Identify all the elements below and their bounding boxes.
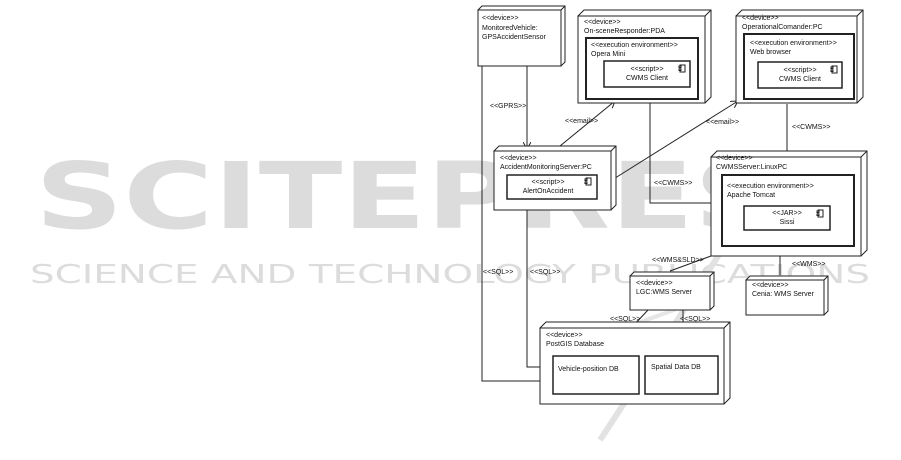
label-sql-mid: <<SQL>> xyxy=(530,269,560,276)
lgc-stereotype: <<device>> xyxy=(636,280,673,287)
edge-wms-sld xyxy=(669,255,712,272)
cwms-env-name: Apache Tomcat xyxy=(727,192,775,199)
cenia-stereotype: <<device>> xyxy=(752,282,789,289)
lgc-name: LGC:WMS Server xyxy=(636,289,693,296)
label-cwms-pda: <<CWMS>> xyxy=(654,180,693,187)
node-cenia-wms-server: <<device>> Cenia: WMS Server xyxy=(745,275,829,316)
edge-sql-left xyxy=(481,66,553,381)
label-sql-lgc-vehicle: <<SQL>> xyxy=(610,316,640,323)
component-icon xyxy=(816,209,824,218)
vehicle-db-box xyxy=(552,355,640,395)
spatial-db-box xyxy=(644,355,719,395)
label-wms-sld: <<WMS&SLD>> xyxy=(652,257,704,264)
node-lgc-wms-server: <<device>> LGC:WMS Server xyxy=(629,271,715,311)
node-pda: <<device>> On-sceneResponder:PDA <<execu… xyxy=(577,9,712,104)
label-gprs: <<GPRS>> xyxy=(490,103,526,110)
cwms-stereotype: <<device>> xyxy=(716,155,753,162)
label-cwms-pc: <<CWMS>> xyxy=(792,124,831,131)
pda-script-name: CWMS Client xyxy=(626,75,668,82)
node-monitored-vehicle: <<device>> MonitoredVehicle: GPSAccident… xyxy=(477,5,566,67)
vehicle-db-name: Vehicle-position DB xyxy=(558,366,619,373)
label-sql-left: <<SQL>> xyxy=(483,269,513,276)
pda-script-stereotype: <<script>> xyxy=(630,66,663,73)
ams-script-stereotype: <<script>> xyxy=(531,179,564,186)
vehicle-name-2: GPSAccidentSensor xyxy=(482,34,546,41)
ams-script-name: AlertOnAccident xyxy=(523,188,574,195)
postgis-name: PostGIS Database xyxy=(546,341,604,348)
pda-stereotype: <<device>> xyxy=(584,19,621,26)
cwms-env-stereotype: <<execution environment>> xyxy=(727,183,814,190)
component-icon xyxy=(830,65,838,74)
postgis-stereotype: <<device>> xyxy=(546,332,583,339)
label-wms: <<WMS>> xyxy=(792,261,825,268)
edge-email-pda xyxy=(559,101,615,147)
cwms-name: CWMSServer:LinuxPC xyxy=(716,164,787,171)
node-operational-pc: <<device>> OperationalComander:PC <<exec… xyxy=(735,9,864,104)
watermark-tagline: SCIENCE AND TECHNOLOGY PUBLICATIONS xyxy=(30,260,870,290)
pda-script-box xyxy=(603,60,691,88)
pda-env-name: Opera Mini xyxy=(591,51,626,58)
edge-labels: <<GPRS>> <<email>> <<email>> <<CWMS>> <<… xyxy=(483,103,831,323)
pc-env-stereotype: <<execution environment>> xyxy=(750,40,837,47)
component-icon xyxy=(584,177,592,186)
cwms-jar-box xyxy=(743,205,831,231)
cenia-name: Cenia: WMS Server xyxy=(752,291,815,298)
node-accident-monitoring-server: <<device>> AccidentMonitoringServer:PC <… xyxy=(493,145,617,211)
cwms-jar-stereotype: <<JAR>> xyxy=(772,210,802,217)
pc-script-box xyxy=(757,61,843,89)
vehicle-stereotype: <<device>> xyxy=(482,15,519,22)
pc-env-name: Web browser xyxy=(750,49,792,56)
label-sql-lgc-spatial: <<SQL>> xyxy=(680,316,710,323)
pda-name: On-sceneResponder:PDA xyxy=(584,28,665,35)
label-email-pda: <<email>> xyxy=(565,118,598,125)
pda-env-stereotype: <<execution environment>> xyxy=(591,42,678,49)
pc-stereotype: <<device>> xyxy=(742,15,779,22)
pc-script-stereotype: <<script>> xyxy=(783,67,816,74)
spatial-db-name: Spatial Data DB xyxy=(651,364,701,371)
pc-script-name: CWMS Client xyxy=(779,76,821,83)
component-icon xyxy=(678,64,686,73)
nodes: <<device>> MonitoredVehicle: GPSAccident… xyxy=(477,5,868,405)
vehicle-name-1: MonitoredVehicle: xyxy=(482,25,538,32)
cwms-jar-name: Sissi xyxy=(780,219,795,226)
node-cwms-server: <<device>> CWMSServer:LinuxPC <<executio… xyxy=(710,150,868,257)
label-email-pc: <<email>> xyxy=(706,119,739,126)
ams-name: AccidentMonitoringServer:PC xyxy=(500,164,592,171)
edge-email-pc xyxy=(611,101,738,181)
ams-script-box xyxy=(506,174,598,200)
ams-stereotype: <<device>> xyxy=(500,155,537,162)
pc-name: OperationalComander:PC xyxy=(742,24,823,31)
edge-cwms-pda xyxy=(649,103,711,204)
node-postgis-database: <<device>> PostGIS Database Vehicle-posi… xyxy=(539,321,731,405)
